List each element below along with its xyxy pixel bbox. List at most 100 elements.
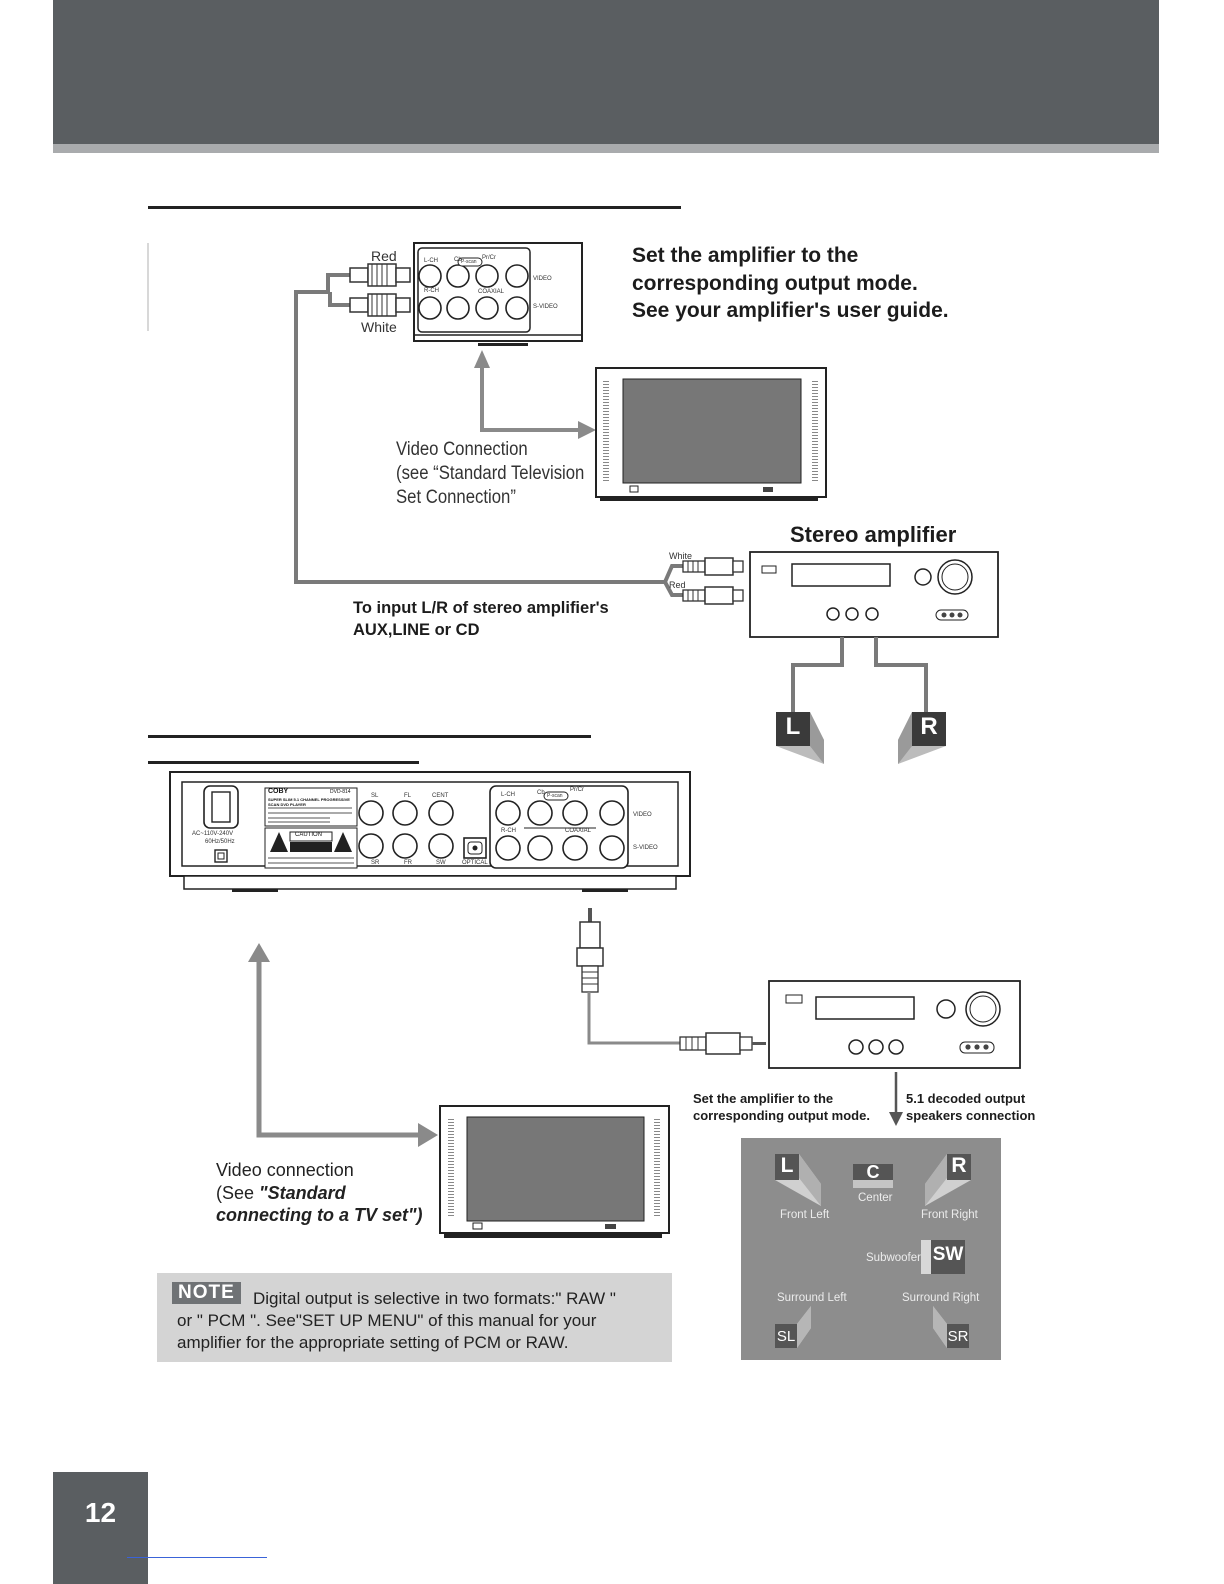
rca-plug-red — [349, 263, 411, 287]
amp-input-white-label: White — [669, 551, 693, 561]
note-line-1-text: Digital output is selective in two forma… — [253, 1289, 616, 1308]
jack-label-pscan: P-scan — [461, 259, 477, 265]
label-front-right: Front Right — [921, 1209, 978, 1221]
amplifier-instructions: Set the amplifier to the corresponding o… — [632, 242, 949, 325]
surround-connection-diagram — [169, 771, 1021, 1238]
amp-coaxial-plug — [679, 1032, 766, 1055]
jack-crpr: Pr/Cr — [570, 787, 584, 793]
note-box — [157, 1273, 672, 1362]
note-line-2: or " PCM ". See"SET UP MENU" of this man… — [177, 1311, 597, 1330]
coaxial-cable — [587, 992, 682, 1045]
header-band — [53, 0, 1159, 144]
jack-label-crpr: Pr/Cr — [482, 255, 496, 261]
video-connection-label-1: Video Connection (see “Standard Televisi… — [396, 438, 584, 510]
jack-lch: L-CH — [501, 792, 516, 798]
note-badge: NOTE — [172, 1282, 241, 1304]
player-brand: COBY — [268, 788, 289, 795]
jack-fr: FR — [404, 860, 412, 866]
speaker-letter-l: L — [780, 1154, 794, 1177]
jack-sl: SL — [371, 793, 379, 799]
video-connection2-prefix: (See — [216, 1182, 260, 1203]
video-arrow-2 — [256, 960, 420, 1138]
jack-coaxial: COAXIAL — [565, 828, 592, 834]
video-arrow — [480, 366, 582, 432]
jack-video: VIDEO — [633, 812, 652, 818]
jack-sr: SR — [371, 860, 380, 866]
center-speaker-icon — [853, 1164, 893, 1188]
amp-input-note-line-2: AUX,LINE or CD — [353, 620, 480, 639]
subwoofer-speaker-icon — [921, 1240, 965, 1274]
footer-link-underline — [127, 1557, 267, 1558]
amp-plug-white — [682, 557, 744, 576]
player-power-1: AC~110V-240V — [192, 831, 234, 837]
speaker-right-letter: R — [920, 713, 938, 740]
player-desc-1: SUPER SLIM 5.1 CHANNEL PROGRESSIVE — [268, 797, 350, 802]
cable-label-white: White — [361, 319, 397, 335]
player-power-2: 60Hz/50Hz — [205, 839, 235, 845]
stereo-amplifier — [749, 551, 999, 638]
jack-label-coaxial: COAXIAL — [478, 289, 505, 295]
amp-input-red-label: Red — [669, 580, 686, 590]
speaker-letter-r: R — [951, 1154, 967, 1177]
jack-sw: SW — [436, 860, 446, 866]
instruction-line-1: Set the amplifier to the — [632, 244, 859, 267]
video-connection2-italic-2: connecting to a TV set") — [216, 1205, 423, 1225]
speaker-left-icon — [776, 712, 824, 764]
speaker-right-icon — [898, 712, 946, 764]
speaker-letter-c: C — [866, 1162, 880, 1182]
front-left-speaker-icon — [775, 1154, 821, 1206]
stereo-amplifier-title: Stereo amplifier — [790, 522, 957, 547]
speaker-letter-sw: SW — [932, 1244, 964, 1265]
amp-mode-note-line-1: Set the amplifier to the — [693, 1091, 834, 1106]
speaker-layout-graphics — [775, 1154, 971, 1348]
label-front-left: Front Left — [780, 1209, 830, 1221]
video-connection-label-2: Video connection (See "Standard connecti… — [216, 1159, 423, 1227]
left-edge-mark — [147, 243, 149, 331]
instruction-line-2: corresponding output mode. — [632, 271, 918, 295]
tv-set-1 — [595, 367, 827, 501]
video-connection2-line-2: (See "Standard — [216, 1182, 423, 1205]
surround-left-speaker-icon — [775, 1306, 811, 1348]
jack-label-lch: L-CH — [424, 258, 439, 264]
speaker-left-letter: L — [785, 713, 801, 740]
surround-amplifier — [768, 980, 1021, 1069]
speaker-output-note-line-2: speakers connection — [906, 1107, 1036, 1123]
speaker-wire-right — [874, 637, 928, 712]
speaker-output-note-line-1: 5.1 decoded output — [906, 1091, 1026, 1106]
jack-label-video: VIDEO — [533, 276, 552, 282]
rca-plug-white — [349, 293, 411, 317]
amp-input-note-line-1: To input L/R of stereo amplifier's — [353, 599, 609, 617]
video-connection-line-3: Set Connection” — [396, 487, 516, 508]
video-connection-line-2: (see “Standard Television — [396, 463, 585, 484]
label-center: Center — [858, 1192, 893, 1204]
player-model: DVD-814 — [330, 789, 351, 795]
video-connection-line-1: Video Connection — [396, 439, 528, 460]
amp-input-note: To input L/R of stereo amplifier's AUX,L… — [353, 598, 609, 641]
section-rule-surround-2 — [148, 761, 419, 764]
speaker-output-note: 5.1 decoded output speakers connection — [906, 1091, 1035, 1124]
video-connection2-line-1: Video connection — [216, 1160, 354, 1180]
audio-cable-path — [294, 273, 705, 584]
amp-mode-note: Set the amplifier to the corresponding o… — [693, 1091, 870, 1124]
jack-cent: CENT — [432, 793, 449, 799]
jack-fl: FL — [404, 793, 412, 799]
video-connection2-italic-1: "Standard — [259, 1182, 346, 1203]
coaxial-plug — [576, 908, 604, 993]
amp-mode-note-line-2: corresponding output mode. — [693, 1107, 870, 1123]
jack-optical: OPTICAL — [462, 860, 488, 866]
jack-pscan: P-scan — [547, 793, 563, 799]
jack-cb: Cb — [537, 790, 545, 796]
label-surround-right: Surround Right — [902, 1292, 980, 1304]
player-rear-panel-full — [169, 771, 691, 892]
instruction-line-3: See your amplifier's user guide. — [632, 299, 949, 322]
section-rule-surround-1 — [148, 735, 591, 738]
speaker-letter-sl: SL — [776, 1328, 796, 1345]
stereo-connection-diagram — [294, 242, 999, 764]
header-strip — [53, 144, 1159, 153]
note-line-1: Digital output is selective in two forma… — [177, 1288, 667, 1310]
jack-label-cb: Cb — [454, 257, 462, 263]
note-line-3: amplifier for the appropriate setting of… — [177, 1333, 569, 1352]
jack-rch: R-CH — [501, 828, 516, 834]
speaker-letter-sr: SR — [947, 1328, 969, 1345]
label-subwoofer: Subwoofer — [866, 1252, 921, 1264]
